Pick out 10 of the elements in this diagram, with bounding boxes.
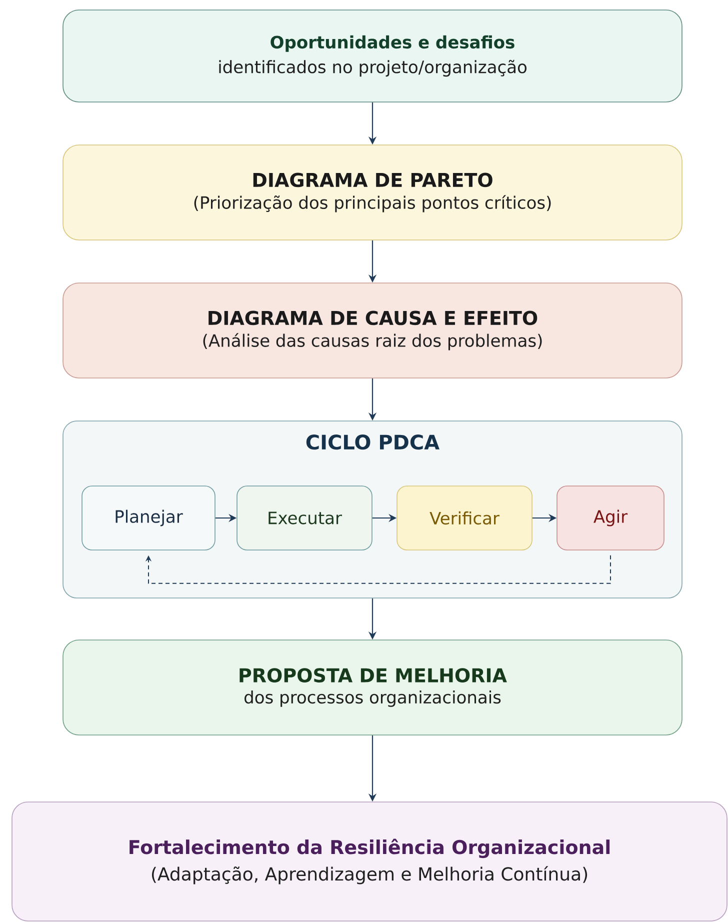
step-box: PROPOSTA DE MELHORIA dos processos organizacionais xyxy=(62,640,682,736)
step-box: Fortalecimento da Resiliência Organizacional (Adaptação, Aprendizagem e Melhoria Contínua) xyxy=(12,802,728,922)
arrow xyxy=(145,554,611,584)
step-box: Verificar xyxy=(396,486,532,550)
step-box: DIAGRAMA DE PARETO (Priorização dos principais pontos críticos) xyxy=(62,144,682,240)
step-box: Oportunidades e desafios identificados no projeto/organização xyxy=(62,10,682,102)
step-box: DIAGRAMA DE CAUSA E EFEITO (Análise das causas raiz dos problemas) xyxy=(62,282,682,378)
step-box: Agir xyxy=(556,486,664,550)
step-box: Planejar xyxy=(82,486,216,550)
step-box: Executar xyxy=(236,486,372,550)
